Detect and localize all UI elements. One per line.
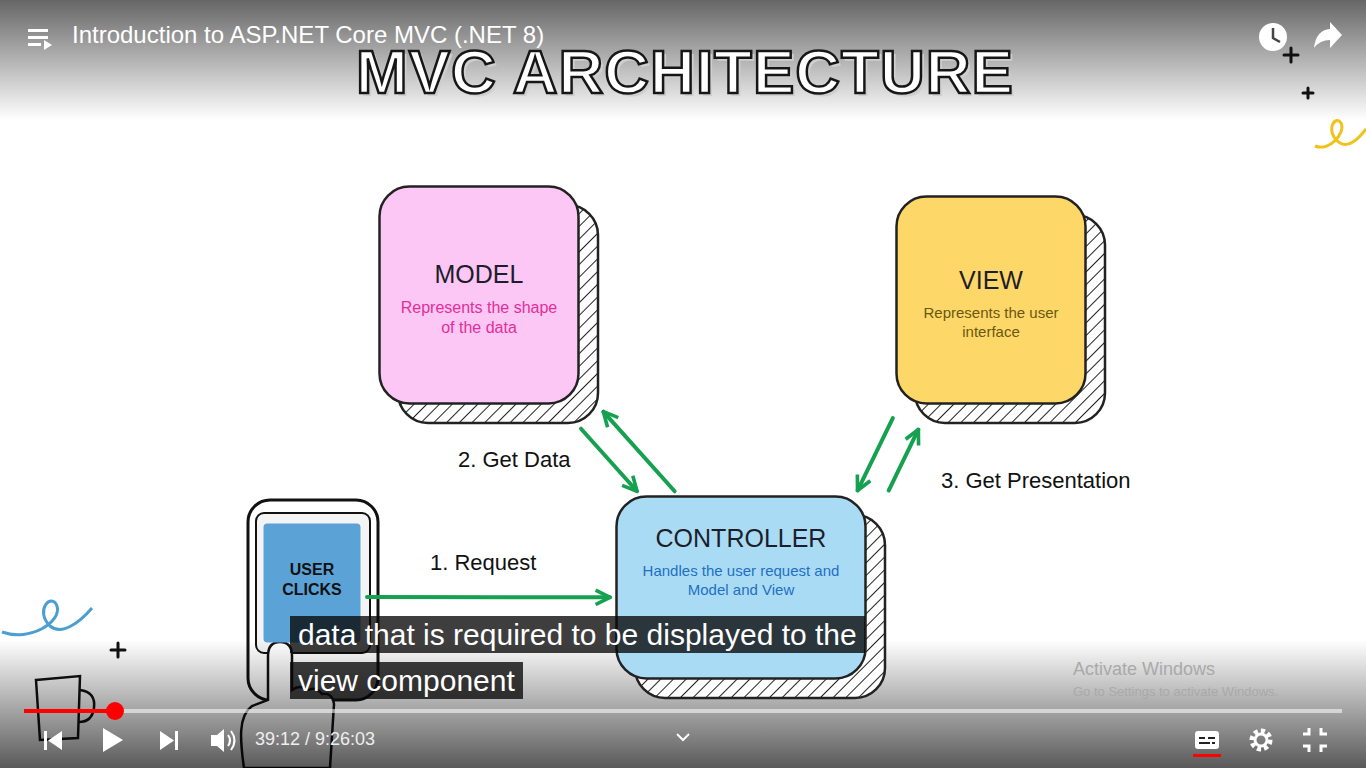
controller-box: CONTROLLER Handles the user request and M… — [615, 495, 887, 700]
node-body: Handles the user request and Model and V… — [631, 562, 851, 600]
prev-icon — [48, 731, 62, 750]
node-body: Represents the user interface — [907, 304, 1075, 342]
gear-teeth — [1252, 731, 1270, 749]
play-icon — [103, 728, 123, 752]
player-controls — [24, 702, 1342, 757]
captions-icon — [1195, 731, 1219, 749]
flow-arrow — [889, 429, 919, 490]
flow-arrow — [858, 418, 893, 490]
node-body: Represents the shape of the data — [392, 298, 566, 338]
watermark-text: Go to Settings to activate Windows. — [1073, 684, 1278, 700]
step-label: 1. Request — [427, 550, 539, 576]
model-box: MODEL Represents the shape of the data — [378, 185, 600, 425]
prev-bar — [44, 731, 47, 750]
progress-played — [24, 709, 115, 713]
progress-knob — [106, 702, 124, 720]
captions-lines — [1199, 738, 1215, 743]
top-shade — [0, 0, 1366, 120]
node-content: CONTROLLER Handles the user request and M… — [615, 523, 867, 600]
diagram-title: MVC ARCHITECTURE — [335, 38, 1035, 106]
subtitle-box: data that is required to be displayed to… — [290, 614, 890, 706]
node-content: VIEW Represents the user interface — [895, 265, 1087, 342]
node-heading: CONTROLLER — [631, 523, 851, 554]
step-label: 3. Get Presentation — [938, 468, 1134, 494]
menu-bar — [28, 36, 48, 39]
flow-arrow — [367, 595, 610, 599]
time-display: 39:12 / 9:26:03 — [255, 729, 375, 751]
next-bar — [175, 731, 178, 750]
menu-bar — [28, 43, 41, 46]
node-content: MODEL Represents the shape of the data — [378, 259, 580, 338]
node-heading: MODEL — [392, 259, 566, 290]
clock-icon — [1259, 23, 1287, 51]
box-face — [380, 187, 579, 404]
box-face — [897, 197, 1086, 404]
flow-arrow — [581, 429, 637, 492]
step-label: 2. Get Data — [455, 447, 574, 473]
yellow-swirl — [1315, 121, 1366, 148]
next-icon — [160, 731, 174, 750]
blue-swirl — [2, 601, 92, 635]
clock-face — [1259, 23, 1287, 51]
plus-doodle — [111, 48, 1313, 657]
volume-icon — [211, 729, 224, 752]
menu-play — [44, 40, 52, 50]
node-heading: USER CLICKS — [270, 560, 354, 600]
menu-bar — [28, 29, 48, 32]
gear-icon — [1255, 734, 1267, 746]
watermark-text: Activate Windows — [1073, 659, 1215, 681]
fullscreen-icon — [1303, 728, 1327, 752]
plus-mark — [1284, 48, 1298, 62]
view-box: VIEW Represents the user interface — [895, 195, 1107, 425]
flow-arrow — [603, 412, 674, 492]
progress-track — [24, 709, 1342, 713]
menu-icon — [28, 29, 52, 50]
chevron-icon — [677, 734, 689, 740]
video-title: Introduction to ASP.NET Core MVC (.NET 8… — [72, 21, 544, 50]
node-heading: VIEW — [907, 265, 1075, 296]
captions-underline — [1193, 754, 1221, 757]
plus-mark — [1303, 88, 1313, 98]
volume-waves — [228, 731, 235, 750]
node-content: USER CLICKS — [262, 560, 362, 600]
share-icon — [1314, 22, 1342, 48]
subtitle-text: data that is required to be displayed to… — [290, 616, 865, 699]
clock-hands — [1273, 28, 1280, 42]
